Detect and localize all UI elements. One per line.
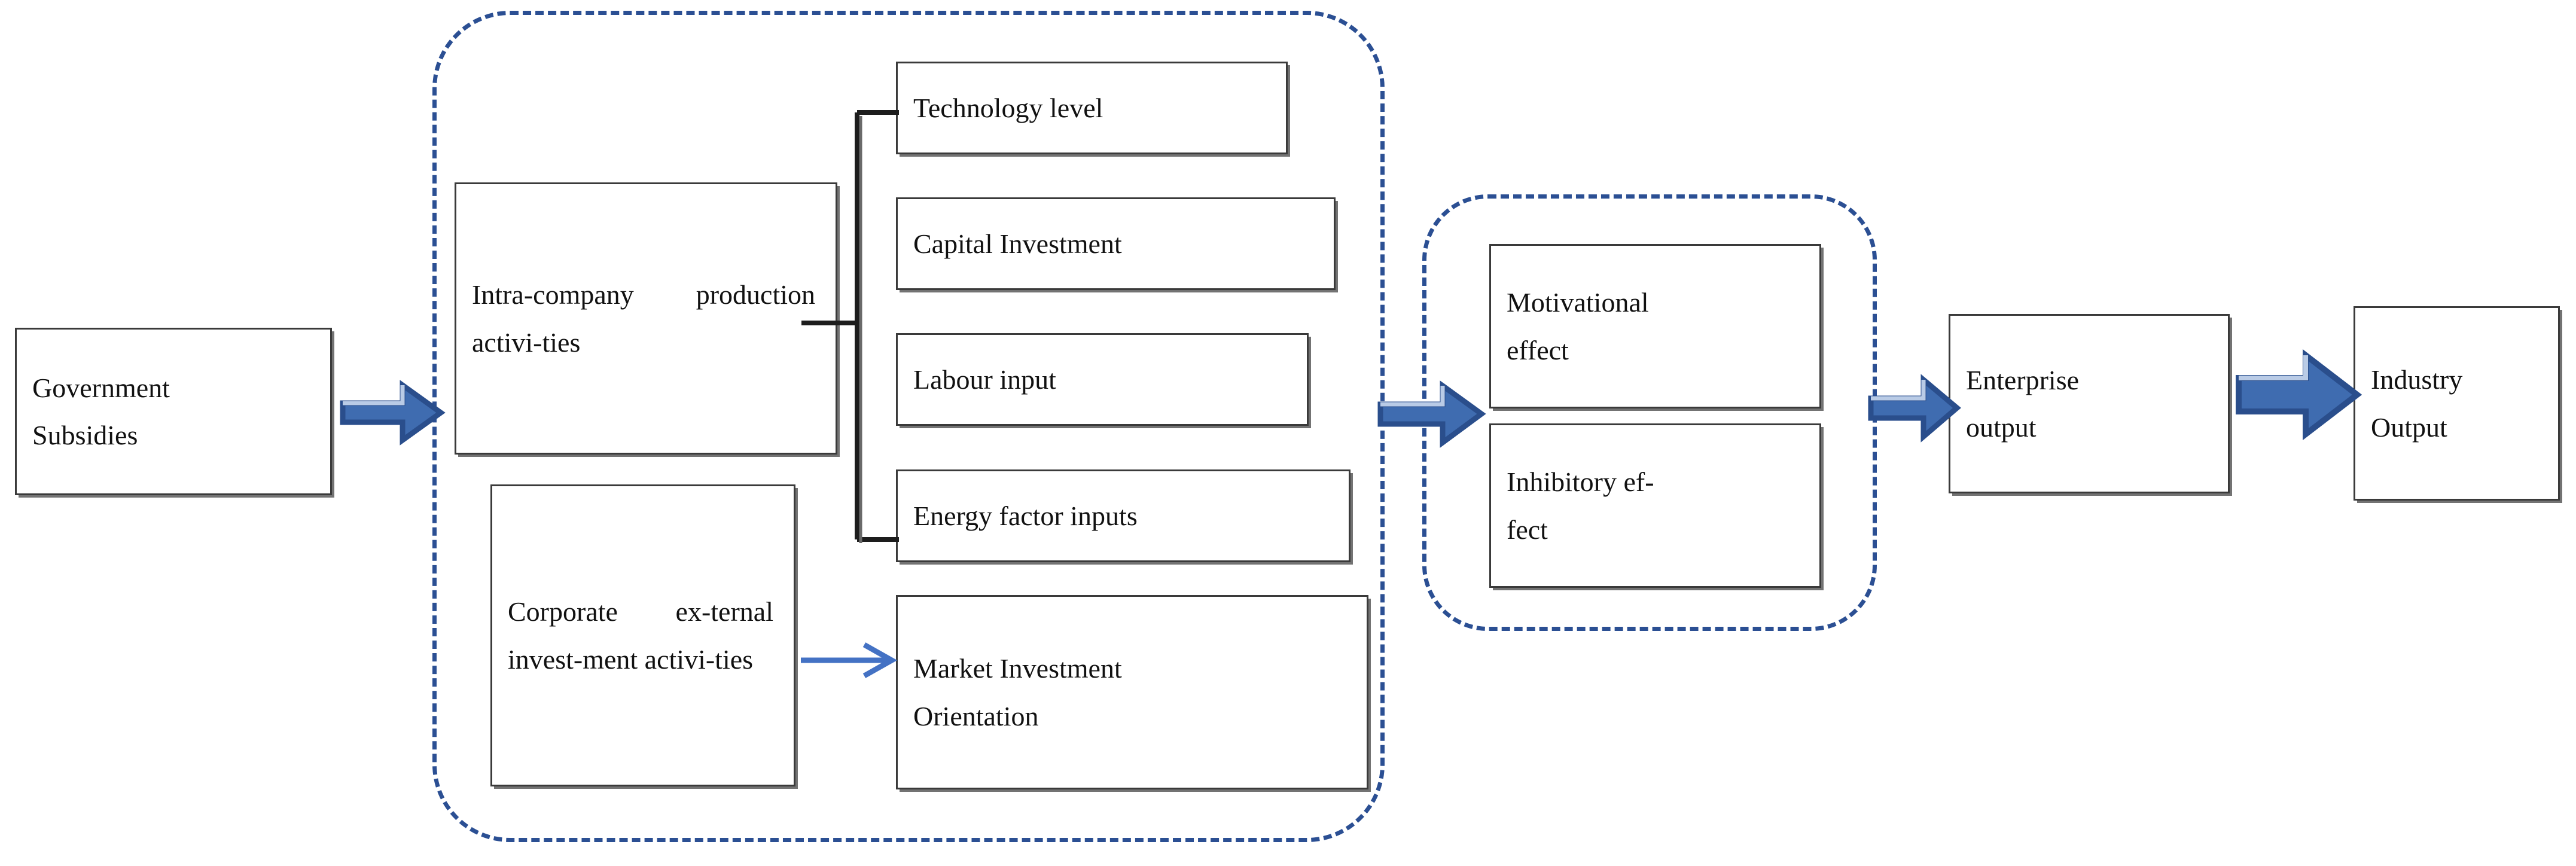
- node-corporate-external-investment-activities-label: Corporate ex-ternal invest-ment activi-t…: [508, 596, 773, 675]
- arrow-activities-to-effects: [1377, 380, 1486, 448]
- arrow-external-to-market-orientation: [801, 642, 898, 678]
- node-capital-investment-label: Capital Investment: [913, 228, 1122, 259]
- node-technology-level-label: Technology level: [913, 92, 1103, 123]
- node-industry-output-label: Industry Output: [2371, 364, 2463, 443]
- production-factors-bracket: [801, 110, 899, 543]
- node-market-investment-orientation[interactable]: Market Investment Orientation: [896, 595, 1368, 789]
- node-technology-level[interactable]: Technology level: [896, 62, 1288, 154]
- node-government-subsidies-label: Government Subsidies: [32, 372, 170, 450]
- node-enterprise-output-label: Enterprise output: [1966, 364, 2080, 443]
- node-corporate-external-investment-activities[interactable]: Corporate ex-ternal invest-ment activi-t…: [490, 484, 795, 786]
- node-capital-investment[interactable]: Capital Investment: [896, 197, 1336, 290]
- node-industry-output[interactable]: Industry Output: [2354, 306, 2560, 501]
- node-inhibitory-effect[interactable]: Inhibitory ef- fect: [1489, 423, 1821, 588]
- node-intra-company-production-activities-label: Intra-company production activi-ties: [472, 279, 815, 358]
- node-intra-company-production-activities[interactable]: Intra-company production activi-ties: [455, 182, 837, 455]
- node-labour-input-label: Labour input: [913, 364, 1056, 395]
- node-market-investment-orientation-label: Market Investment Orientation: [913, 653, 1122, 731]
- node-enterprise-output[interactable]: Enterprise output: [1949, 314, 2230, 493]
- arrow-effects-to-enterprise-output: [1868, 374, 1961, 443]
- arrow-subsidies-to-activities: [340, 380, 446, 446]
- node-government-subsidies[interactable]: Government Subsidies: [15, 328, 332, 495]
- node-energy-factor-inputs[interactable]: Energy factor inputs: [896, 469, 1351, 562]
- node-inhibitory-effect-label: Inhibitory ef- fect: [1507, 466, 1654, 545]
- arrow-enterprise-to-industry-output: [2236, 349, 2362, 441]
- node-motivational-effect[interactable]: Motivational effect: [1489, 244, 1821, 408]
- node-labour-input[interactable]: Labour input: [896, 333, 1309, 426]
- node-energy-factor-inputs-label: Energy factor inputs: [913, 500, 1138, 531]
- node-motivational-effect-label: Motivational effect: [1507, 287, 1649, 365]
